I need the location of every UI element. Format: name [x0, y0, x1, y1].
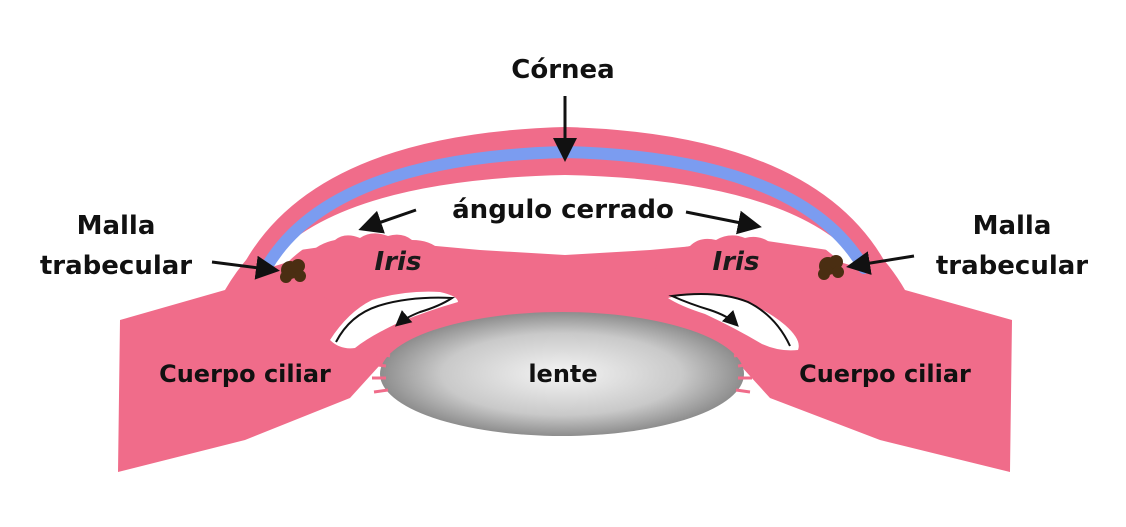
closed-angle-arrow-left: [358, 208, 417, 234]
zonule-fibers-right: [733, 350, 755, 394]
anterior-chamber-open: [300, 192, 828, 255]
label-iris-right: Iris: [713, 247, 760, 277]
anterior-chamber: [262, 175, 866, 270]
label-trabecular-right-line1: Malla: [973, 211, 1052, 241]
trabecular-arrow-right: [846, 251, 915, 275]
label-trabecular-left-line1: Malla: [77, 211, 156, 241]
trabecular-arrow-left: [211, 255, 280, 280]
aqueous-flow-arrow-right: [668, 293, 791, 347]
lens: [380, 312, 744, 436]
aqueous-flow-arrow-left: [335, 296, 456, 343]
label-ciliary-left: Cuerpo ciliar: [159, 360, 331, 388]
ciliary-pocket-left: [330, 291, 458, 349]
label-cornea: Córnea: [511, 55, 614, 85]
iris-right-shape: [655, 235, 814, 301]
label-trabecular-right-line2: trabecular: [936, 251, 1088, 281]
zonule-fibers-left: [369, 350, 391, 394]
label-closed-angle: ángulo cerrado: [452, 195, 674, 225]
label-trabecular-left-line2: trabecular: [40, 251, 192, 281]
iris-left-shape: [300, 233, 473, 302]
trabecular-meshwork-left: [280, 259, 306, 283]
label-ciliary-right: Cuerpo ciliar: [799, 360, 971, 388]
label-iris-left: Iris: [375, 247, 422, 277]
closed-angle-arrow-right: [685, 210, 762, 235]
label-lens: lente: [528, 360, 597, 388]
trabecular-meshwork-right: [818, 255, 844, 280]
